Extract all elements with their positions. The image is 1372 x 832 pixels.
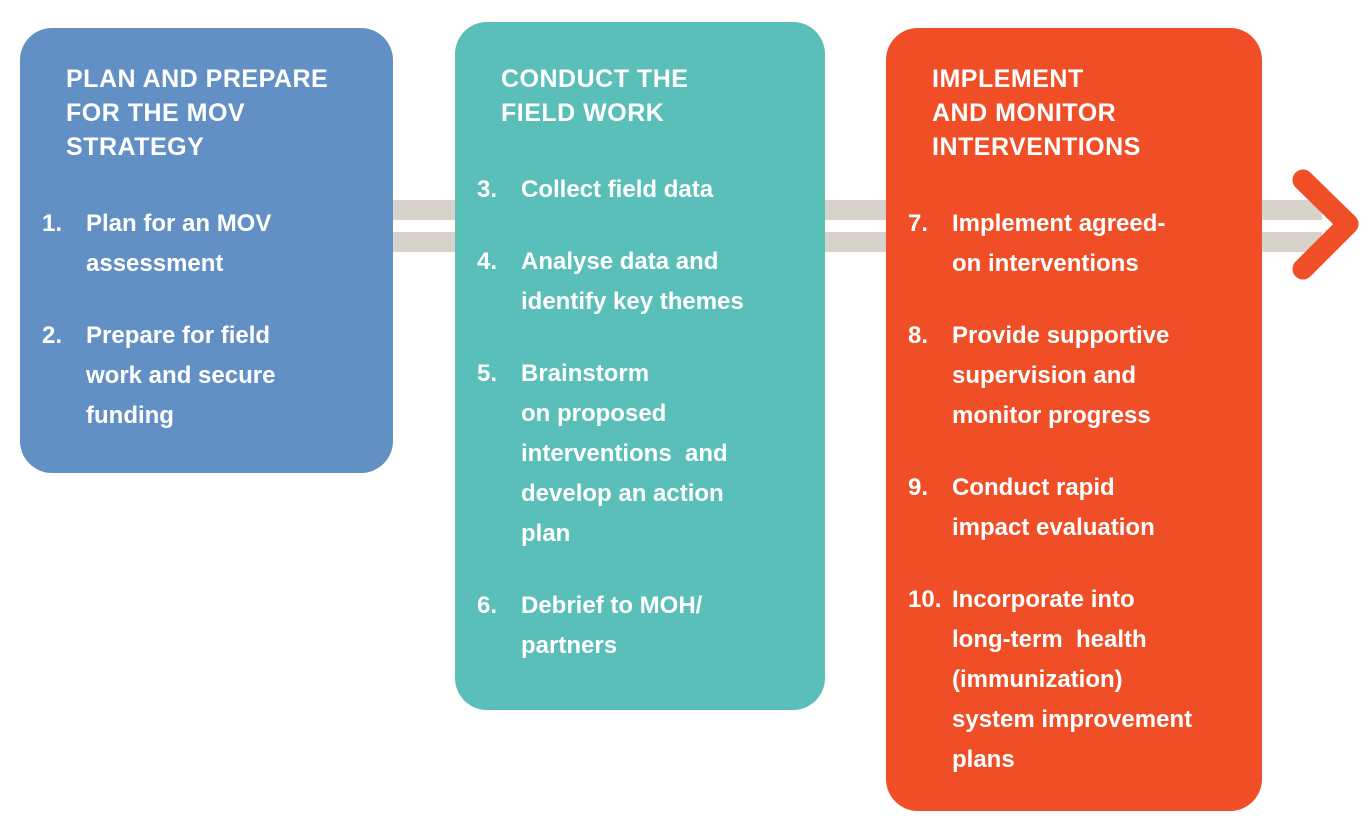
step-number: 9. [908,474,929,501]
step-item: 8. Provide supportive supervision and mo… [906,316,1236,436]
step-number: 2. [42,322,63,349]
step-number: 10. [908,586,942,613]
step-item: 2. Prepare for field work and secure fun… [40,316,367,436]
phase-box-content: IMPLEMENT AND MONITOR INTERVENTIONS 7. I… [886,28,1262,780]
phase-box-content: CONDUCT THE FIELD WORK 3. Collect field … [455,22,825,666]
step-text: Incorporate into long-term health (immun… [952,586,1193,773]
step-number: 1. [42,210,63,237]
phase-title: CONDUCT THE FIELD WORK [501,65,689,127]
step-number: 6. [477,592,498,619]
step-text: Implement agreed- on interventions [952,210,1166,277]
step-number: 8. [908,322,929,349]
step-text: Debrief to MOH/ partners [521,592,703,659]
step-number: 3. [477,176,498,203]
step-item: 3. Collect field data [475,170,799,210]
step-item: 10. Incorporate into long-term health (i… [906,580,1236,780]
step-item: 6. Debrief to MOH/ partners [475,586,799,666]
step-number: 4. [477,248,498,275]
step-text: Provide supportive supervision and monit… [952,322,1170,429]
phase-title: PLAN AND PREPARE FOR THE MOV STRATEGY [66,65,329,161]
step-text: Collect field data [521,176,714,203]
step-text: Prepare for field work and secure fundin… [86,322,276,429]
step-text: Brainstorm on proposed interventions and… [521,360,728,547]
phase-box-field-work: CONDUCT THE FIELD WORK 3. Collect field … [455,22,825,710]
step-number: 5. [477,360,498,387]
step-item: 5. Brainstorm on proposed interventions … [475,354,799,554]
step-number: 7. [908,210,929,237]
flow-arrow-icon [1292,169,1359,280]
step-item: 1. Plan for an MOV assessment [40,204,367,284]
phase-box-plan-prepare: PLAN AND PREPARE FOR THE MOV STRATEGY 1.… [20,28,393,473]
phase-title: IMPLEMENT AND MONITOR INTERVENTIONS [932,65,1141,161]
step-text: Analyse data and identify key themes [521,248,744,315]
step-item: 7. Implement agreed- on interventions [906,204,1236,284]
step-item: 4. Analyse data and identify key themes [475,242,799,322]
phase-box-implement-monitor: IMPLEMENT AND MONITOR INTERVENTIONS 7. I… [886,28,1262,811]
step-text: Conduct rapid impact evaluation [952,474,1155,541]
step-item: 9. Conduct rapid impact evaluation [906,468,1236,548]
step-text: Plan for an MOV assessment [86,210,272,277]
phase-box-content: PLAN AND PREPARE FOR THE MOV STRATEGY 1.… [20,28,393,436]
